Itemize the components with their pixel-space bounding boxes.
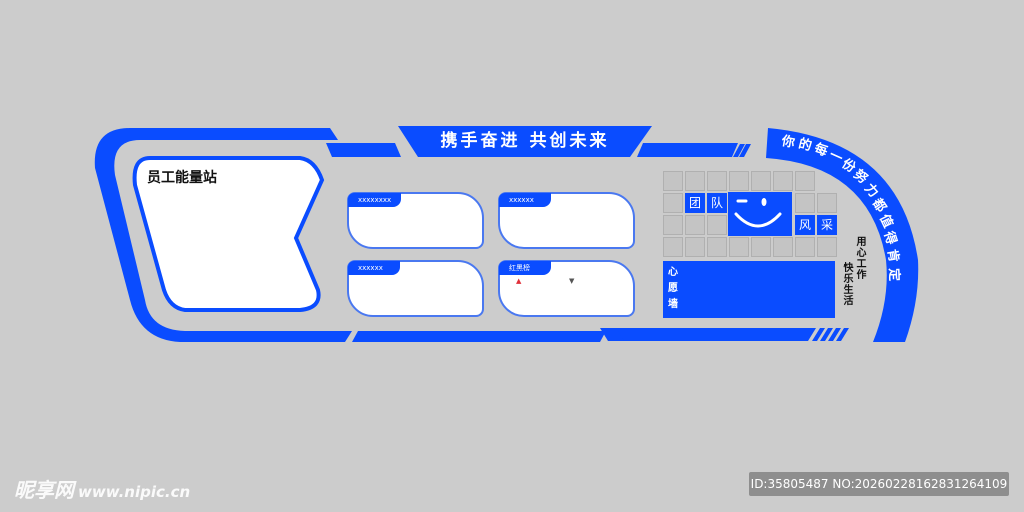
thumbs-down-icon: ▼ [569, 277, 575, 285]
side-text-work: 用心工作 [854, 236, 865, 280]
tile-tuan: 团 [685, 193, 705, 213]
tile-cai: 采 [817, 215, 837, 235]
smiley-icon [728, 192, 792, 236]
tile-feng: 风 [795, 215, 815, 235]
info-card-3: xxxxxx [347, 260, 484, 317]
card-tag: xxxxxx [499, 193, 551, 207]
card-tag: 红黑榜 [499, 261, 551, 275]
slogan-title: 携手奋进 共创未来 [440, 131, 610, 151]
info-card-1: xxxxxxxx [347, 192, 484, 249]
watermark-logo: 昵享网 [14, 478, 74, 502]
thumbs-up-icon: ▲ [516, 277, 522, 285]
card-tag: xxxxxxxx [348, 193, 402, 207]
card-tag: xxxxxx [348, 261, 400, 275]
image-id-label: ID:35805487 NO:20260228162831264109 [749, 472, 1009, 496]
watermark-url: www.nipic.cn [78, 483, 191, 501]
side-text-life: 快乐生活 [841, 262, 852, 306]
info-card-2: xxxxxx [498, 192, 635, 249]
energy-station-title: 员工能量站 [147, 170, 217, 186]
red-black-list-card: 红黑榜 ▲ ▼ [498, 260, 635, 317]
wish-wall: 心 愿 墙 [663, 261, 835, 318]
tile-dui: 队 [707, 193, 727, 213]
